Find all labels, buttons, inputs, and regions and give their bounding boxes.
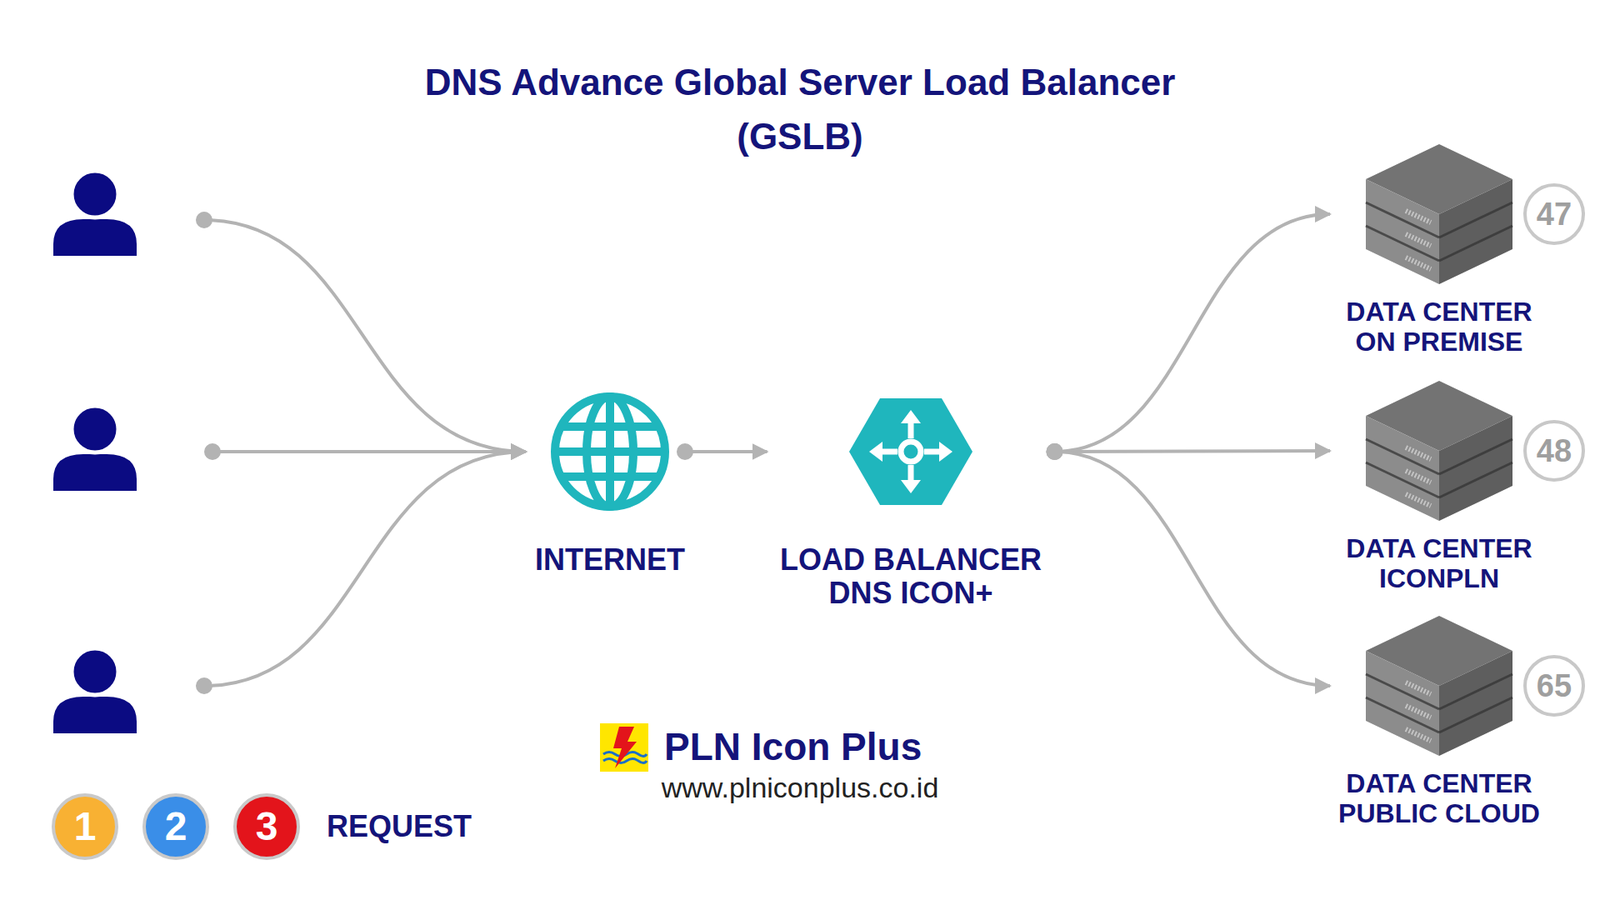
line-start-dot	[195, 211, 213, 229]
legend-number: 2	[165, 804, 188, 850]
logo-bolt	[613, 726, 637, 769]
direction-arrows	[880, 421, 941, 482]
arrow-head	[900, 480, 921, 494]
connector-arrow	[1055, 450, 1331, 452]
line-start-dot	[676, 443, 694, 460]
arrow-shaft	[924, 449, 941, 455]
request-marker	[144, 795, 208, 859]
arrow-shaft	[880, 449, 898, 455]
node-label: DATA CENTER ON PREMISE	[1330, 297, 1549, 358]
brand-logo	[600, 723, 649, 772]
line-start-dot	[1046, 443, 1064, 460]
request-marker	[53, 795, 117, 859]
load-balancer-node: LOAD BALANCER DNS ICON+	[767, 398, 1055, 611]
request-marker	[235, 795, 299, 859]
line-start-dot	[204, 443, 221, 460]
legend-number: 1	[74, 804, 97, 850]
data-center-node: 48DATA CENTER ICONPLN	[1330, 380, 1585, 595]
line-start-dot	[1046, 443, 1064, 460]
connector-arrow	[1055, 214, 1331, 452]
legend-number: 3	[255, 804, 279, 850]
load-balancer-icon	[849, 398, 973, 505]
line-start-dot	[1046, 443, 1064, 460]
node-label: DATA CENTER ICONPLN	[1330, 534, 1549, 595]
globe-parallel	[561, 422, 659, 431]
globe-outline	[555, 396, 665, 507]
server-icon	[1365, 615, 1513, 756]
server-icon	[1365, 144, 1513, 285]
user-request-line	[212, 450, 526, 454]
connector-arrow	[1055, 451, 1331, 686]
globe-icon	[555, 396, 665, 507]
node-label: INTERNET	[535, 543, 685, 577]
server-count-badge: 48	[1523, 420, 1585, 482]
data-center-node: 65DATA CENTER PUBLIC CLOUD	[1330, 615, 1585, 830]
data-center-node: 47DATA CENTER ON PREMISE	[1330, 144, 1585, 358]
diagram-title: DNS Advance Global Server Load Balancer …	[383, 55, 1217, 164]
connector-arrow	[685, 450, 768, 454]
node-label: DATA CENTER PUBLIC CLOUD	[1330, 769, 1549, 830]
brand-url: www.plniconplus.co.id	[661, 771, 940, 804]
user-icon	[53, 170, 137, 256]
hub-circle	[900, 441, 921, 462]
arrow-shaft	[908, 465, 915, 482]
server-count-badge: 65	[1523, 655, 1585, 717]
arrow-shaft	[908, 421, 915, 439]
arrow-head	[869, 441, 883, 462]
arrow-head	[939, 441, 953, 462]
user-request-line	[204, 451, 526, 686]
arrow-head	[900, 410, 921, 424]
user-icon	[53, 405, 137, 491]
line-start-dot	[195, 677, 213, 695]
logo-square	[600, 723, 649, 772]
internet-node: INTERNET	[535, 392, 685, 577]
logo-wave	[603, 759, 647, 764]
globe-parallel	[555, 447, 665, 456]
user-icon	[53, 648, 137, 734]
legend-label: REQUEST	[326, 810, 472, 844]
user-request-line	[204, 220, 526, 452]
globe-parallel	[561, 472, 659, 481]
server-count-badge: 47	[1523, 183, 1585, 245]
brand-name: PLN Icon Plus	[664, 725, 922, 770]
server-icon	[1365, 380, 1513, 521]
node-label: LOAD BALANCER DNS ICON+	[767, 543, 1055, 611]
hexagon	[849, 398, 973, 505]
